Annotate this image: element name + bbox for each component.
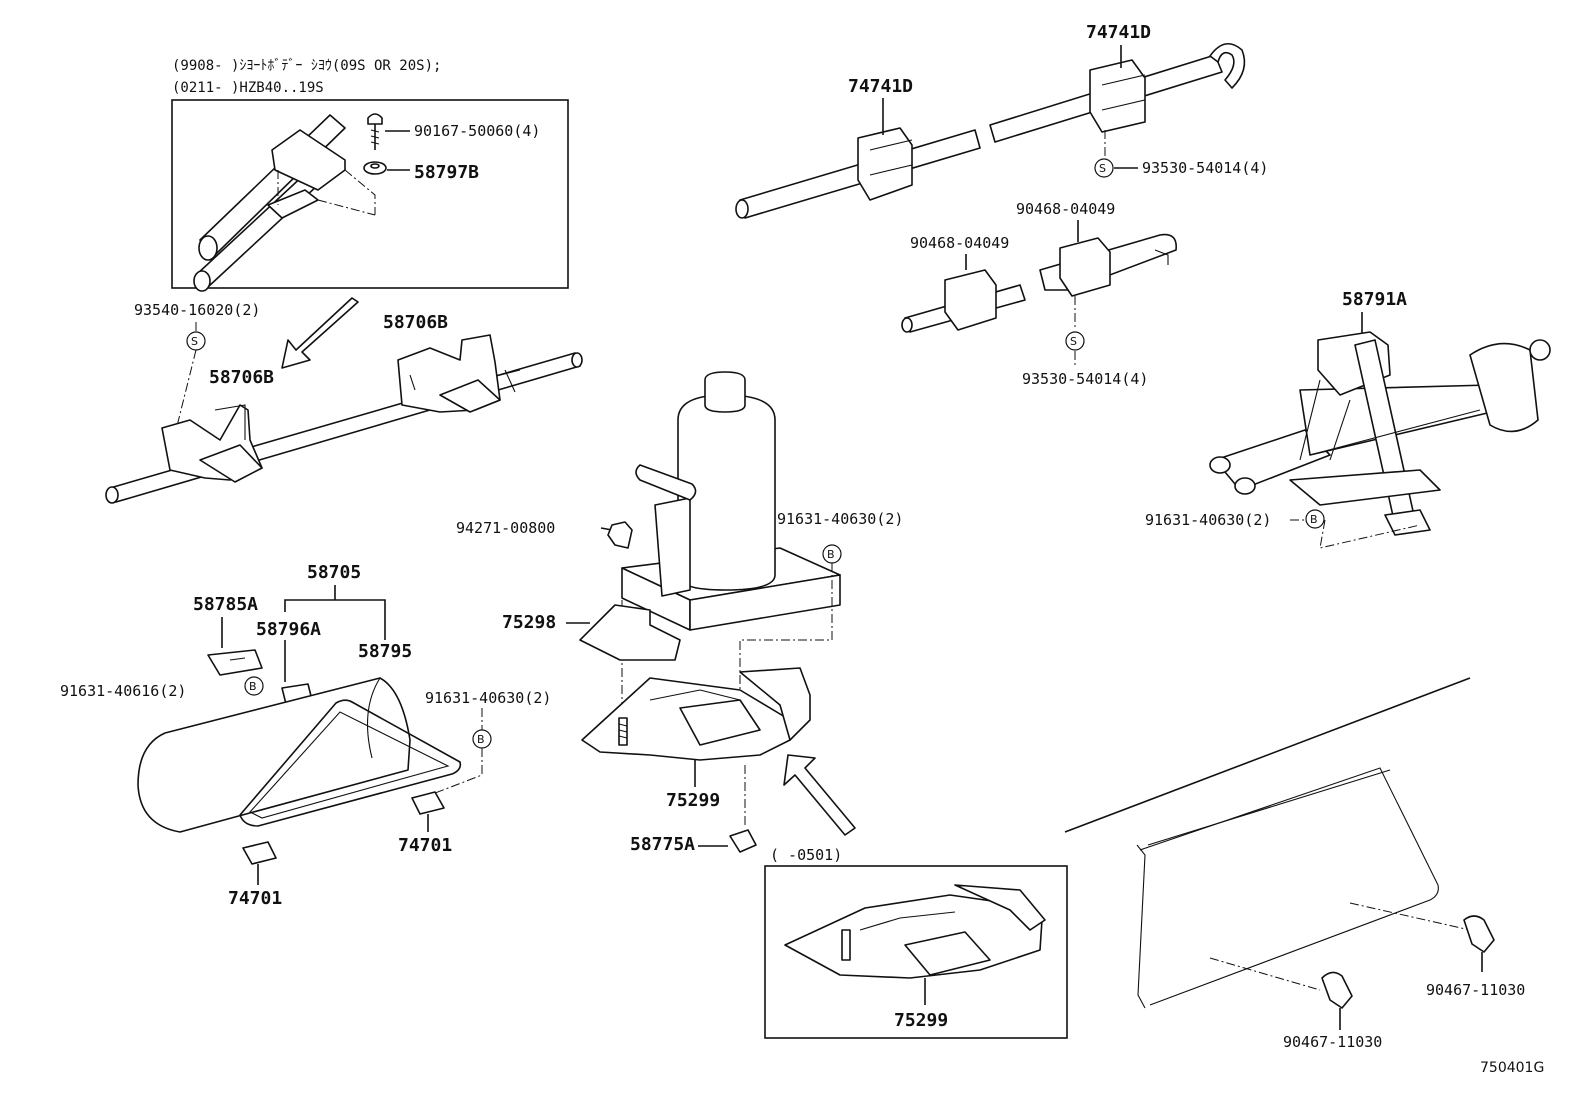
- symbol-s-2: S: [1094, 158, 1114, 178]
- release-screw-icon: [607, 521, 633, 549]
- svg-text:S: S: [1070, 335, 1077, 348]
- label-93540-16020: 93540-16020(2): [134, 301, 260, 319]
- label-58795: 58795: [358, 641, 412, 662]
- label-91631-40630-jack: 91631-40630(2): [1145, 511, 1271, 529]
- svg-text:S: S: [191, 335, 198, 348]
- direction-arrow-2: [783, 754, 856, 836]
- handle-rod-upper: [735, 43, 1246, 219]
- label-90467-11030-1: 90467-11030: [1283, 1033, 1382, 1051]
- label-75299-1: 75299: [666, 790, 720, 811]
- clip-90467-left-icon: [1321, 971, 1353, 1009]
- detail-box-75299: [764, 865, 1068, 1039]
- clip-74741D-left: [857, 127, 913, 201]
- label-58705: 58705: [307, 562, 361, 583]
- jack-bracket-75299-detail: [784, 884, 1046, 979]
- clip-90467-right-icon: [1463, 915, 1495, 953]
- label-90468-04049-2: 90468-04049: [910, 234, 1009, 252]
- label-58785A: 58785A: [193, 594, 258, 615]
- washer-icon: [363, 161, 387, 175]
- svg-text:B: B: [249, 680, 257, 693]
- bracket-58706B-left: [161, 404, 263, 483]
- clip-90468-right: [1059, 237, 1111, 297]
- label-90467-11030-2: 90467-11030: [1426, 981, 1525, 999]
- figure-code: 750401G: [1480, 1060, 1544, 1076]
- clip-74701-right-icon: [411, 791, 445, 815]
- label-91631-40630-center: 91631-40630(2): [777, 510, 903, 528]
- symbol-b-jack: B: [1305, 509, 1325, 529]
- label-58775A: 58775A: [630, 834, 695, 855]
- label-93530-54014-2: 93530-54014(4): [1022, 370, 1148, 388]
- label-90468-04049-1: 90468-04049: [1016, 200, 1115, 218]
- svg-text:B: B: [827, 548, 835, 561]
- bottle-jack: [621, 371, 841, 631]
- symbol-b-bag-2: B: [472, 729, 492, 749]
- screw-icon: [367, 113, 383, 150]
- scissor-jack: [1209, 331, 1551, 536]
- clip-74741D-right: [1089, 59, 1146, 133]
- vehicle-body-panel: [1064, 677, 1471, 1009]
- label-58791A: 58791A: [1342, 289, 1407, 310]
- symbol-s-1: S: [186, 331, 206, 351]
- stud-bolt-icon: [618, 717, 628, 746]
- header-note-2: (0211- )HZB40..19S: [172, 80, 324, 96]
- svg-text:B: B: [1310, 513, 1318, 526]
- label-58706B-1: 58706B: [209, 367, 274, 388]
- jack-bracket-75299: [581, 667, 811, 761]
- label-58706B-2: 58706B: [383, 312, 448, 333]
- label-0501: ( -0501): [770, 846, 842, 864]
- hook-58785A-icon: [207, 649, 263, 676]
- clip-58775A-icon: [729, 829, 757, 853]
- header-note-1: (9908- )ｼﾖｰﾄﾎﾞﾃﾞｰ ｼﾖｳ(09S OR 20S);: [172, 58, 441, 74]
- symbol-b-bag-1: B: [244, 676, 264, 696]
- label-93530-54014-1: 93530-54014(4): [1142, 159, 1268, 177]
- detail-box-bracket: [171, 99, 569, 289]
- label-74701-2: 74701: [228, 888, 282, 909]
- label-58796A: 58796A: [256, 619, 321, 640]
- label-74741D-2: 74741D: [1086, 22, 1151, 43]
- label-58797B: 58797B: [414, 162, 479, 183]
- label-91631-40616: 91631-40616(2): [60, 682, 186, 700]
- label-94271-00800: 94271-00800: [456, 519, 555, 537]
- svg-text:S: S: [1099, 162, 1106, 175]
- symbol-s-3: S: [1065, 331, 1085, 351]
- label-74701-1: 74701: [398, 835, 452, 856]
- label-90167-50060: 90167-50060(4): [414, 122, 540, 140]
- direction-arrow: [281, 297, 359, 369]
- svg-text:B: B: [477, 733, 485, 746]
- tool-bag-58795: [137, 677, 462, 833]
- clip-90468-left: [944, 269, 997, 331]
- jack-base-plate-75298: [579, 604, 681, 661]
- label-91631-40630-left: 91631-40630(2): [425, 689, 551, 707]
- clip-74701-left-icon: [242, 841, 277, 865]
- symbol-b-center: B: [822, 544, 842, 564]
- label-75299-2: 75299: [894, 1010, 948, 1031]
- label-75298: 75298: [502, 612, 556, 633]
- bracket-58706B-right: [397, 334, 501, 413]
- label-74741D-1: 74741D: [848, 76, 913, 97]
- bracket-detail-drawing: [193, 114, 376, 292]
